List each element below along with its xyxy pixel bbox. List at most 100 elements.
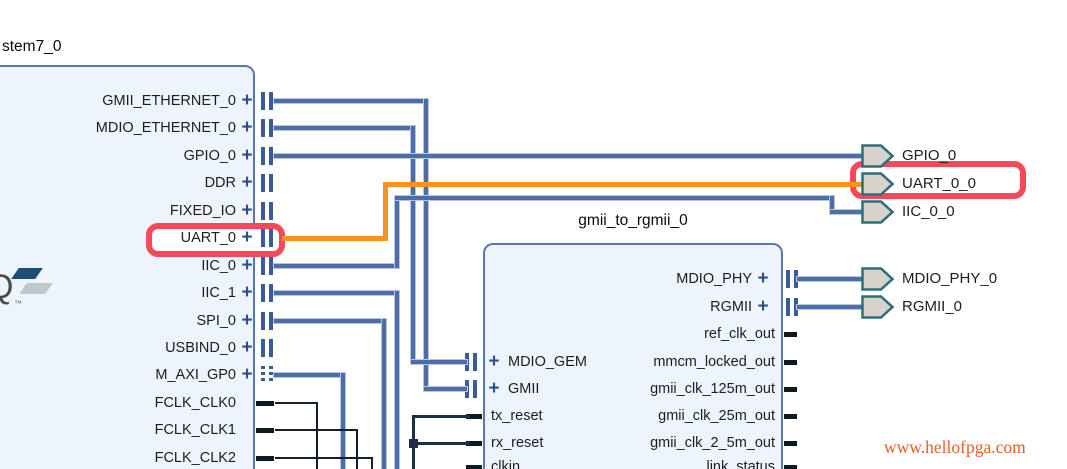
interface-pin-stub[interactable] — [261, 174, 265, 192]
uart-net[interactable] — [281, 235, 388, 241]
expand-plus-icon[interactable]: + — [241, 172, 253, 193]
external-port-label-mdio_phy_0[interactable]: MDIO_PHY_0 — [902, 270, 998, 287]
pin-label-mdio_gem[interactable]: MDIO_GEM — [508, 354, 587, 370]
interface-pin-stub[interactable] — [269, 92, 273, 110]
external-port-uart_0_0[interactable] — [861, 172, 895, 196]
external-port-gpio_0[interactable] — [861, 144, 895, 168]
interface-pin-stub[interactable] — [473, 380, 477, 398]
spi0-net[interactable] — [382, 319, 386, 469]
mdio-ethernet-net[interactable] — [411, 360, 467, 364]
iic0-net[interactable] — [274, 264, 399, 268]
interface-pin-stub[interactable] — [269, 312, 273, 330]
expand-plus-icon[interactable]: + — [241, 255, 253, 276]
iic1-net[interactable] — [274, 291, 399, 295]
pin-label-iic_0[interactable]: IIC_0 — [201, 258, 236, 274]
pin-label-uart_0[interactable]: UART_0 — [180, 230, 236, 246]
interface-pin-stub[interactable] — [261, 202, 265, 220]
expand-plus-icon[interactable]: + — [241, 90, 253, 111]
m-axi-gp0-net[interactable] — [274, 373, 345, 377]
pin-label-gmii_clk_2_5m_out[interactable]: gmii_clk_2_5m_out — [650, 435, 775, 451]
pin-label-m_axi_gp0[interactable]: M_AXI_GP0 — [155, 367, 236, 383]
iic0-net[interactable] — [395, 196, 834, 200]
expand-plus-icon[interactable]: + — [757, 268, 769, 289]
iic1-net[interactable] — [395, 291, 399, 469]
pin-stub[interactable] — [784, 441, 797, 446]
processing-system7-block[interactable] — [0, 65, 255, 469]
uart-net[interactable] — [382, 181, 865, 187]
interface-pin-stub[interactable] — [465, 353, 469, 371]
gpio-net[interactable] — [274, 154, 864, 158]
interface-pin-stub[interactable] — [269, 339, 273, 357]
interface-pin-stub[interactable] — [269, 174, 273, 192]
interface-pin-stub[interactable] — [261, 257, 265, 275]
reset-net-tx[interactable] — [411, 414, 470, 418]
interface-pin-stub[interactable] — [786, 298, 790, 316]
pin-stub[interactable] — [784, 360, 797, 365]
interface-pin-stub[interactable] — [269, 119, 273, 137]
pin-label-gmii_ethernet_0[interactable]: GMII_ETHERNET_0 — [102, 93, 236, 109]
pin-label-gmii[interactable]: GMII — [508, 381, 540, 397]
pin-label-usbind_0[interactable]: USBIND_0 — [165, 340, 236, 356]
interface-pin-stub[interactable] — [794, 298, 798, 316]
fclk1-net[interactable] — [356, 429, 358, 469]
pin-label-mdio_phy[interactable]: MDIO_PHY — [676, 271, 752, 287]
iic0-net[interactable] — [830, 210, 864, 214]
fclk1-net[interactable] — [275, 429, 358, 431]
pin-label-fclk_clk0[interactable]: FCLK_CLK0 — [154, 395, 236, 411]
expand-plus-icon[interactable]: + — [241, 364, 253, 385]
mdio-ethernet-net[interactable] — [411, 126, 415, 364]
pin-label-iic_1[interactable]: IIC_1 — [201, 285, 236, 301]
pin-label-rgmii[interactable]: RGMII — [710, 299, 752, 315]
fclk2-net[interactable] — [275, 457, 373, 459]
reset-net-rx[interactable] — [411, 441, 470, 445]
external-port-label-gpio_0[interactable]: GPIO_0 — [902, 147, 957, 164]
pin-label-fclk_clk1[interactable]: FCLK_CLK1 — [154, 422, 236, 438]
iic0-net[interactable] — [830, 196, 834, 214]
interface-pin-stub[interactable] — [261, 284, 265, 302]
interface-pin-stub[interactable] — [794, 270, 798, 288]
pin-label-ddr[interactable]: DDR — [204, 175, 236, 191]
uart-net[interactable] — [382, 181, 388, 241]
rgmii-net[interactable] — [797, 305, 864, 309]
pin-label-mdio_ethernet_0[interactable]: MDIO_ETHERNET_0 — [95, 120, 236, 136]
external-port-label-iic_0_0[interactable]: IIC_0_0 — [902, 203, 955, 220]
m-axi-gp0-net[interactable] — [341, 373, 345, 469]
expand-plus-icon[interactable]: + — [241, 227, 253, 248]
fclk0-net[interactable] — [316, 402, 318, 469]
pin-label-fclk_clk2[interactable]: FCLK_CLK2 — [154, 450, 236, 466]
interface-pin-stub[interactable] — [261, 339, 265, 357]
interface-pin-stub[interactable] — [261, 312, 265, 330]
pin-stub[interactable] — [784, 465, 797, 469]
external-port-rgmii_0[interactable] — [861, 295, 895, 319]
mdio-phy-net[interactable] — [797, 277, 864, 281]
pin-stub[interactable] — [466, 441, 482, 446]
gmii-ethernet-net[interactable] — [424, 387, 467, 391]
expand-plus-icon[interactable]: + — [757, 296, 769, 317]
interface-pin-stub[interactable] — [465, 380, 469, 398]
fclk2-net[interactable] — [371, 457, 373, 469]
fclk0-net[interactable] — [275, 402, 318, 404]
pin-stub[interactable] — [256, 428, 274, 433]
pin-label-gmii_clk_125m_out[interactable]: gmii_clk_125m_out — [650, 381, 775, 397]
interface-pin-stub[interactable] — [261, 92, 265, 110]
pin-label-rx_reset[interactable]: rx_reset — [491, 435, 544, 451]
interface-pin-stub[interactable] — [261, 119, 265, 137]
pin-label-clkin[interactable]: clkin — [491, 459, 521, 469]
spi0-net[interactable] — [274, 319, 386, 323]
external-port-label-rgmii_0[interactable]: RGMII_0 — [902, 298, 963, 315]
expand-plus-icon[interactable]: + — [241, 310, 253, 331]
expand-plus-icon[interactable]: + — [488, 378, 500, 399]
interface-pin-stub[interactable] — [269, 366, 273, 384]
expand-plus-icon[interactable]: + — [241, 337, 253, 358]
pin-stub[interactable] — [256, 456, 274, 461]
expand-plus-icon[interactable]: + — [241, 145, 253, 166]
pin-stub[interactable] — [784, 414, 797, 419]
pin-label-mmcm_locked_out[interactable]: mmcm_locked_out — [653, 354, 775, 370]
pin-label-gpio_0[interactable]: GPIO_0 — [183, 148, 236, 164]
interface-pin-stub[interactable] — [473, 353, 477, 371]
gmii-ethernet-net[interactable] — [274, 99, 428, 103]
expand-plus-icon[interactable]: + — [241, 282, 253, 303]
interface-pin-stub[interactable] — [269, 257, 273, 275]
pin-stub[interactable] — [256, 401, 274, 406]
